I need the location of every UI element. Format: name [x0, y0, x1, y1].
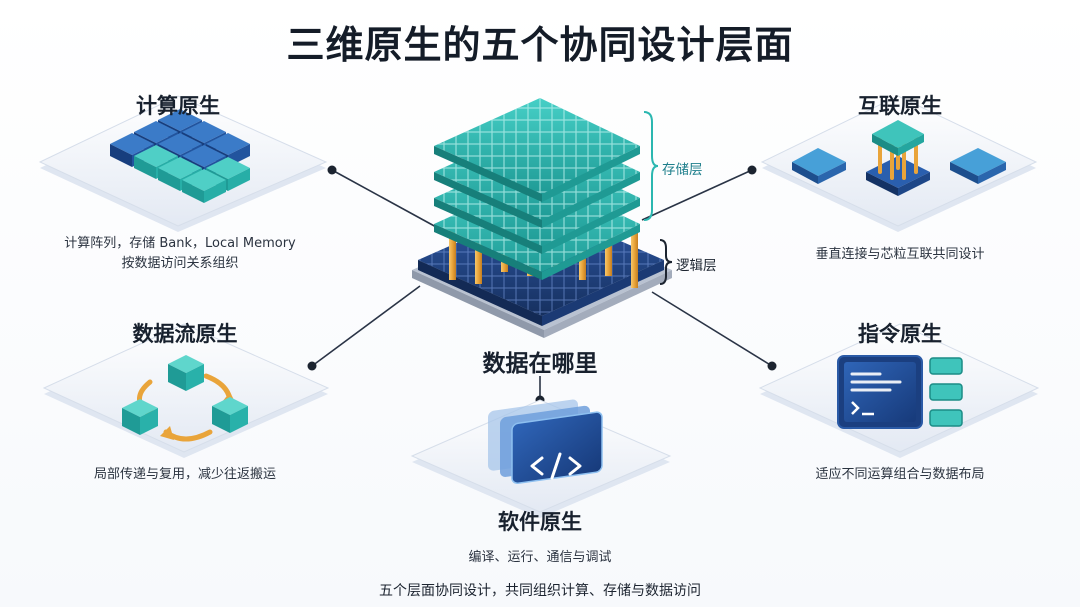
compute-desc-line2: 按数据访问关系组织 — [121, 256, 239, 271]
logic-layer-brace — [659, 239, 673, 285]
connector-dataflow — [311, 285, 421, 367]
instruction-window-icon — [837, 355, 963, 429]
connector-dot — [307, 361, 317, 371]
instruction-desc: 适应不同运算组合与数据布局 — [815, 467, 985, 482]
memory-layer — [434, 98, 640, 202]
connector-compute — [331, 169, 439, 229]
connector-dot — [747, 165, 757, 175]
compute-title: 计算原生 — [136, 94, 220, 118]
memory-layer-label: 存储层 — [662, 162, 703, 178]
cube — [168, 355, 204, 391]
software-code-icon — [488, 399, 603, 485]
central-3d-stack — [412, 98, 672, 338]
cube — [122, 399, 158, 435]
connector-instruction — [651, 291, 773, 367]
memory-layers — [434, 98, 640, 280]
dataflow-title: 数据流原生 — [132, 322, 238, 346]
pillar — [475, 226, 482, 284]
compute-desc-line1: 计算阵列，存储 Bank，Local Memory — [64, 236, 296, 251]
compute-array-icon — [110, 109, 250, 203]
pillar — [449, 230, 456, 280]
instruction-title: 指令原生 — [858, 322, 942, 346]
connector-dot — [327, 165, 337, 175]
connector-interconnect — [641, 169, 753, 221]
terminal-prompt-icon — [851, 401, 874, 416]
footer-summary: 五个层面协同设计，共同组织计算、存储与数据访问 — [379, 583, 701, 599]
software-title: 软件原生 — [498, 510, 582, 534]
dataflow-desc: 局部传递与复用，减少往返搬运 — [93, 467, 276, 482]
software-desc: 编译、运行、通信与调试 — [468, 550, 612, 565]
memory-layer-brace — [643, 111, 659, 221]
page-title: 三维原生的五个协同设计层面 — [286, 23, 794, 67]
pillar — [631, 230, 638, 288]
center-question: 数据在哪里 — [482, 351, 598, 377]
cube — [212, 397, 248, 433]
connector-lines — [311, 169, 773, 400]
logic-layer-label: 逻辑层 — [676, 258, 717, 274]
interconnect-desc: 垂直连接与芯粒互联共同设计 — [815, 247, 985, 262]
dataflow-cycle-icon — [122, 355, 248, 442]
code-brackets-icon — [530, 452, 582, 480]
interconnect-chiplet-icon — [792, 120, 1006, 196]
pillar — [605, 226, 612, 276]
layer-braces — [643, 111, 673, 285]
connector-dot — [767, 361, 777, 371]
interconnect-title: 互联原生 — [858, 94, 942, 118]
cube — [182, 169, 226, 203]
